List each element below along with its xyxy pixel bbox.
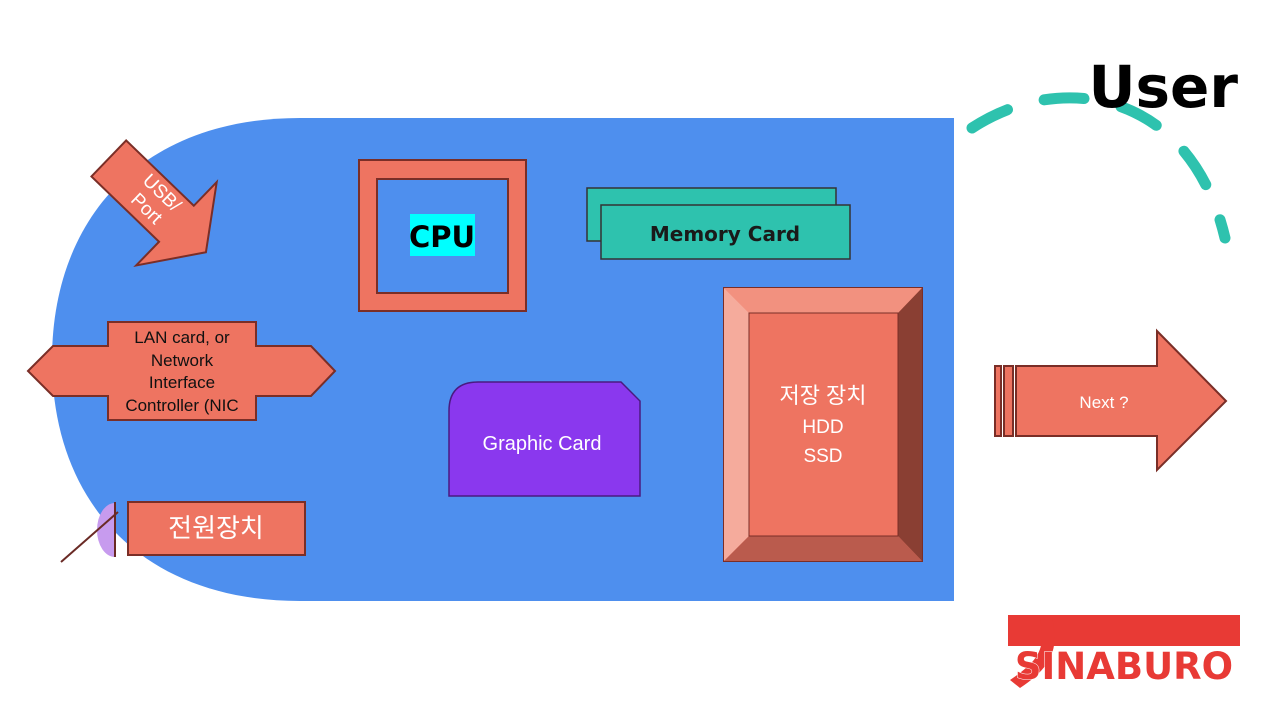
lan-label-line1: LAN card, or xyxy=(134,328,230,347)
power-supply-box xyxy=(127,501,306,556)
memory-card-label: Memory Card xyxy=(650,222,800,246)
cpu-label: CPU xyxy=(409,220,475,254)
power-plug-half-circle xyxy=(97,503,115,557)
next-arrow xyxy=(994,328,1228,473)
next-arrow-label: Next ? xyxy=(1079,393,1128,412)
usb-port-arrow: USB/ Port xyxy=(90,139,219,268)
lan-label-line3: Interface xyxy=(149,373,215,392)
memory-card-front xyxy=(600,204,851,260)
storage-label-line3: SSD xyxy=(803,446,842,467)
user-connection-arc xyxy=(966,92,1231,244)
power-cable xyxy=(60,511,119,563)
storage-device xyxy=(723,287,923,562)
storage-label-line1: 저장 장치 xyxy=(779,383,866,408)
graphic-card xyxy=(448,381,641,497)
lan-label-line2: Network xyxy=(151,351,214,370)
user-title: User xyxy=(1088,53,1238,121)
lan-label-line4: Controller (NIC xyxy=(125,396,238,415)
logo-text: SINABURO xyxy=(1015,645,1233,688)
storage-label-line2: HDD xyxy=(802,417,843,438)
sinaburo-logo: SINABURO xyxy=(1008,615,1240,689)
lan-card-arrow xyxy=(26,321,337,421)
graphic-card-label: Graphic Card xyxy=(483,433,602,455)
cpu-label-highlight xyxy=(410,214,475,256)
power-supply-label: 전원장치 xyxy=(168,513,264,543)
